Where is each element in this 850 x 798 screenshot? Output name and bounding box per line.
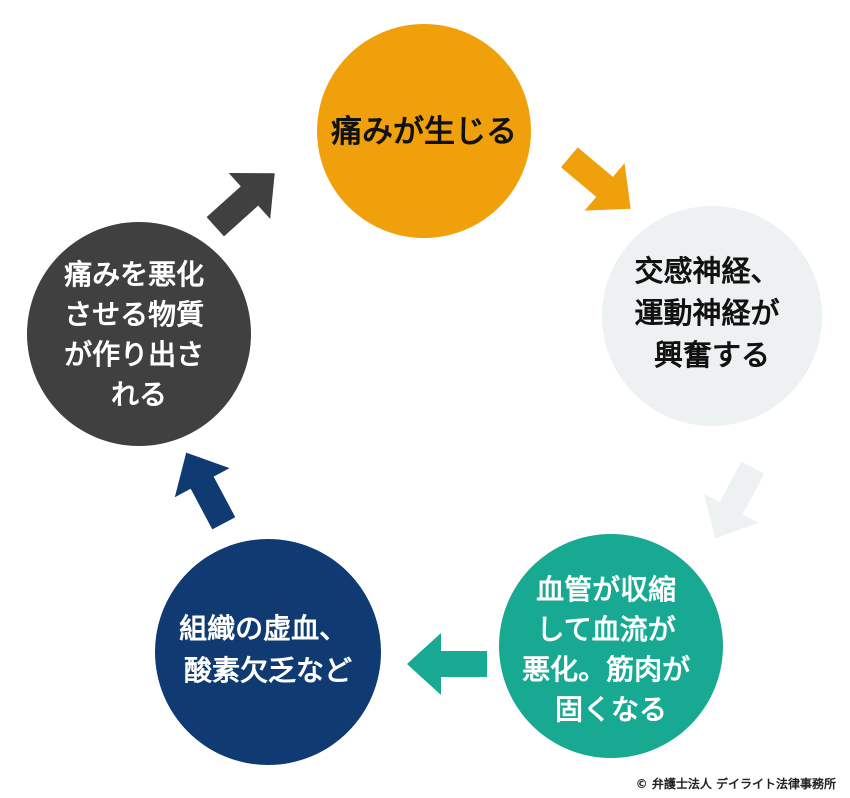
node-ischemia-line: 酸素欠乏など bbox=[184, 654, 352, 687]
node-nerves-line: 交感神経、 bbox=[634, 254, 779, 288]
arrow-pain-to-nerves bbox=[561, 147, 631, 211]
arrow-shape bbox=[174, 452, 236, 530]
node-substances-line: れる bbox=[111, 378, 167, 411]
copyright-notice: © 弁護士法人 デイライト法律事務所 bbox=[635, 777, 836, 791]
arrow-shape bbox=[407, 633, 487, 695]
node-pain-circle bbox=[317, 24, 531, 238]
node-substances-label: 痛みを悪化 させる物質 が作り出さ れる bbox=[64, 258, 214, 411]
arrow-ischemia-to-substances bbox=[174, 452, 236, 530]
arrow-substances-to-pain bbox=[206, 172, 275, 237]
node-ischemia-label: 組織の虚血、 酸素欠乏など bbox=[179, 612, 357, 687]
node-nerves-line: 運動神経が bbox=[634, 296, 779, 330]
node-nerves-circle bbox=[602, 206, 822, 426]
node-vessels-circle bbox=[499, 534, 723, 758]
node-pain: 痛みが生じる bbox=[317, 24, 531, 238]
node-vessels: 血管が収縮 して血流が 悪化。筋肉が 固くなる bbox=[499, 534, 723, 758]
arrow-shape bbox=[206, 172, 275, 237]
node-nerves-line: 興奮する bbox=[654, 338, 770, 372]
node-vessels-line: 固くなる bbox=[555, 693, 667, 726]
node-pain-line: 痛みが生じる bbox=[331, 114, 517, 150]
node-ischemia-line: 組織の虚血、 bbox=[179, 612, 347, 645]
node-substances-line: 痛みを悪化 bbox=[64, 258, 204, 291]
arrow-nerves-to-vessels bbox=[703, 461, 765, 539]
node-pain-label: 痛みが生じる bbox=[331, 114, 517, 150]
node-vessels-line: 血管が収縮 bbox=[536, 573, 676, 606]
node-substances-line: が作り出さ bbox=[64, 338, 204, 371]
node-vessels-label: 血管が収縮 して血流が 悪化。筋肉が 固くなる bbox=[522, 573, 700, 726]
node-ischemia-circle bbox=[155, 539, 381, 765]
node-ischemia: 組織の虚血、 酸素欠乏など bbox=[155, 539, 381, 765]
node-substances-circle bbox=[27, 222, 251, 446]
node-substances-line: させる物質 bbox=[64, 298, 204, 331]
node-vessels-line: 悪化。筋肉が bbox=[522, 653, 690, 686]
arrow-vessels-to-ischemia bbox=[407, 633, 487, 695]
arrow-shape bbox=[703, 461, 765, 539]
arrow-shape bbox=[561, 147, 631, 211]
node-substances: 痛みを悪化 させる物質 が作り出さ れる bbox=[27, 222, 251, 446]
node-vessels-line: して血流が bbox=[537, 613, 676, 646]
node-nerves-label: 交感神経、 運動神経が 興奮する bbox=[634, 254, 789, 372]
node-nerves: 交感神経、 運動神経が 興奮する bbox=[602, 206, 822, 426]
